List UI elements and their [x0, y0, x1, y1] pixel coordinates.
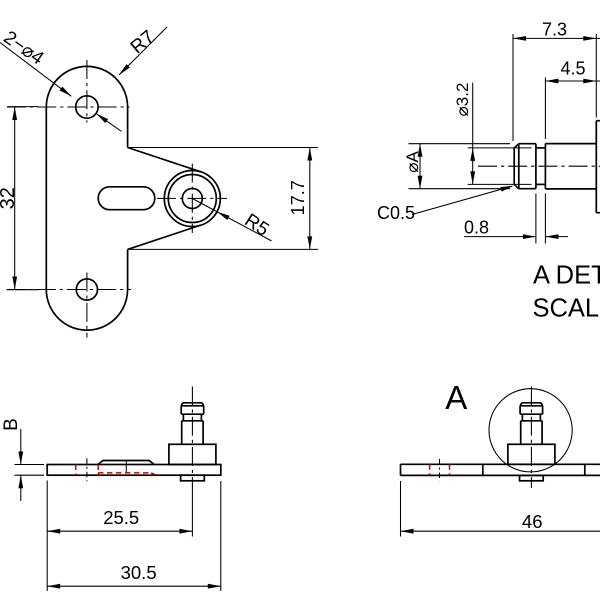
- svg-text:C0.5: C0.5: [377, 203, 415, 223]
- svg-text:SCALE 2 : 1: SCALE 2 : 1: [533, 295, 600, 323]
- svg-text:7.3: 7.3: [542, 20, 567, 40]
- svg-text:30.5: 30.5: [121, 562, 157, 583]
- svg-text:B: B: [1, 418, 22, 431]
- svg-text:4.5: 4.5: [560, 59, 585, 79]
- svg-text:32: 32: [0, 187, 19, 209]
- svg-text:17.7: 17.7: [288, 180, 308, 215]
- svg-text:⌀A: ⌀A: [403, 151, 422, 173]
- svg-text:A DETAIL: A DETAIL: [533, 262, 600, 290]
- svg-text:25.5: 25.5: [103, 507, 139, 528]
- svg-text:A: A: [445, 379, 467, 416]
- svg-text:0.8: 0.8: [464, 218, 489, 238]
- svg-text:46: 46: [522, 511, 543, 532]
- svg-text:⌀3.2: ⌀3.2: [453, 83, 472, 117]
